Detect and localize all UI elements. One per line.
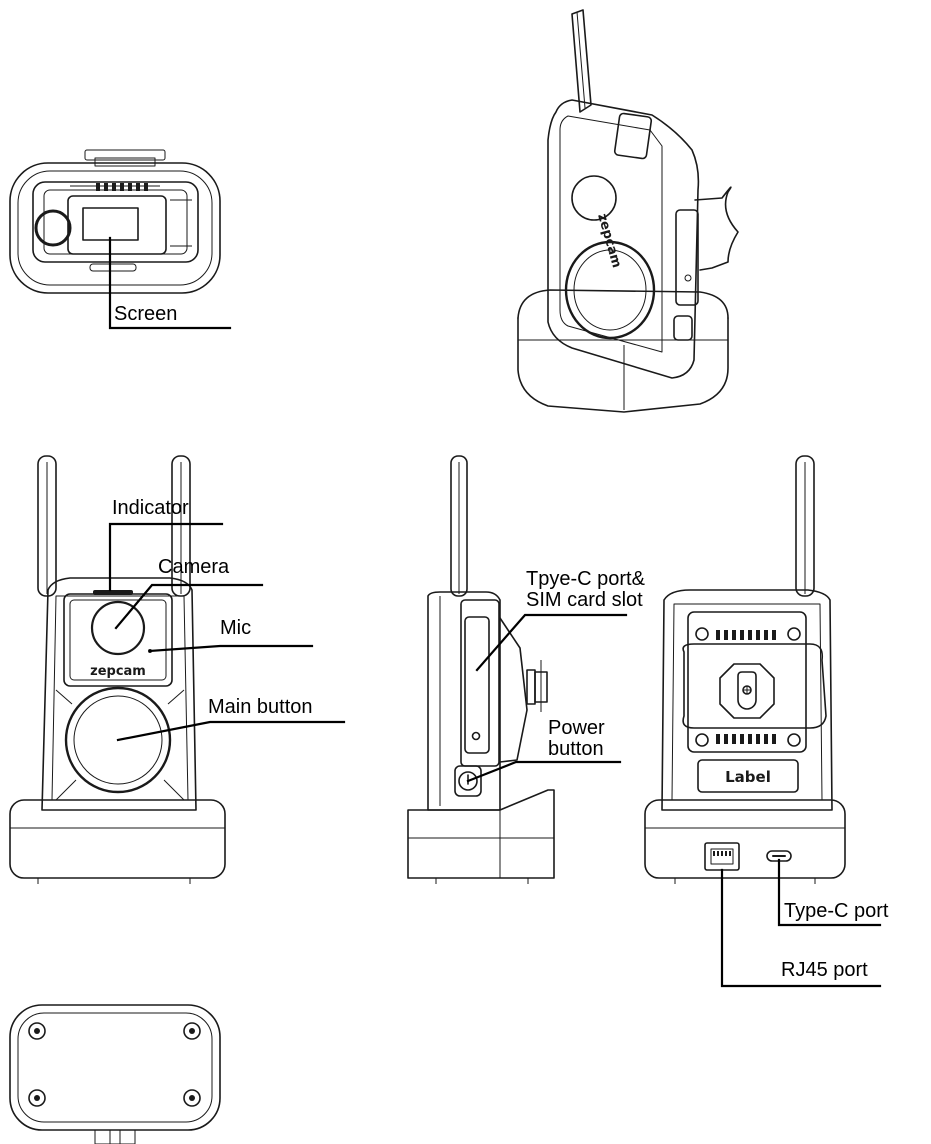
typec-port-callout: Type-C port <box>784 900 889 922</box>
bottom-feet <box>28 1022 201 1107</box>
top-vent <box>96 183 148 191</box>
camera-leader <box>114 583 264 630</box>
main-button-callout: Main button <box>208 696 313 718</box>
back-vent-bottom <box>716 734 776 744</box>
back-clip <box>682 643 827 729</box>
typec-sim-leader <box>475 613 628 672</box>
side-typec-sim-slot <box>464 616 490 754</box>
main-button-leader <box>116 720 346 742</box>
back-vent-top <box>716 630 776 640</box>
power-button-leader <box>466 760 622 783</box>
screen-leader <box>108 236 232 330</box>
front-view: zepcam <box>9 455 226 884</box>
bottom-view <box>9 1004 221 1144</box>
typec-port-leader <box>777 858 882 927</box>
top-view <box>9 149 221 294</box>
side-power-button <box>458 771 478 791</box>
front-main-button <box>64 686 172 794</box>
back-label-text: Label <box>725 768 771 786</box>
typec-sim-callout: Tpye-C port& SIM card slot <box>526 568 645 611</box>
leader-lines <box>108 236 882 988</box>
front-brand-logo: zepcam <box>90 664 146 679</box>
indicator-callout: Indicator <box>112 497 189 519</box>
screen-callout: Screen <box>114 303 178 325</box>
rj45-port-callout: RJ45 port <box>781 959 868 981</box>
top-camera-lens <box>34 209 72 247</box>
back-clip-mount <box>719 663 775 719</box>
back-view: Label <box>644 455 846 884</box>
back-screws <box>695 627 801 747</box>
camera-callout: Camera <box>158 556 230 578</box>
rj45-leader <box>720 868 882 988</box>
top-screen <box>82 207 139 241</box>
power-button-callout: Power button <box>548 717 605 760</box>
mic-callout: Mic <box>220 617 252 639</box>
mic-leader <box>148 644 314 653</box>
side-view <box>407 455 555 884</box>
back-rj45-port <box>704 842 740 871</box>
indicator-leader <box>108 522 224 592</box>
isometric-view: zepcam <box>517 9 739 413</box>
back-label-plate <box>697 759 799 793</box>
